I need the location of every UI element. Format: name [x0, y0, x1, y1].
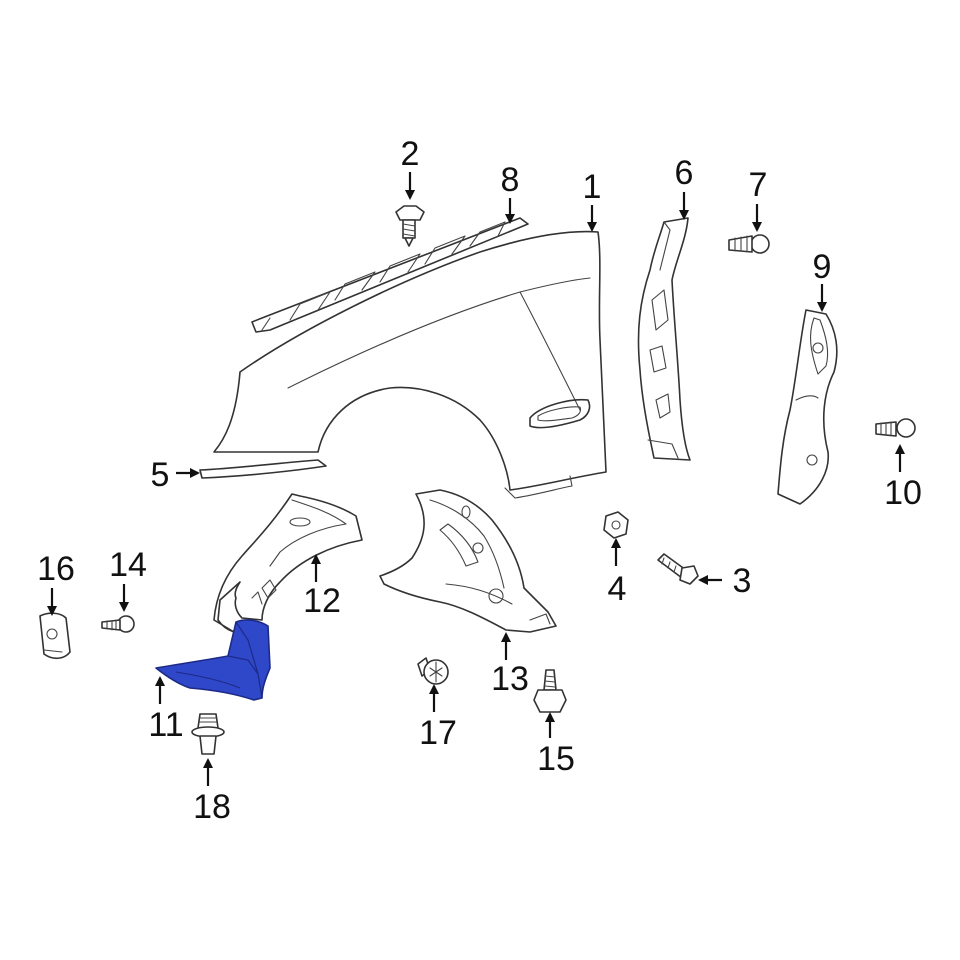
callout-labels: 1 2 3 4 5 6 7 8 9 10 11 12 13 14 15 16 1… — [37, 135, 922, 826]
clip-part-7 — [728, 234, 770, 254]
callout-label-12: 12 — [303, 582, 341, 620]
callout-label-10: 10 — [884, 474, 922, 512]
callout-label-11: 11 — [148, 706, 183, 744]
screw-part-14 — [101, 615, 135, 633]
callout-label-17: 17 — [419, 714, 457, 752]
callout-label-7: 7 — [749, 166, 768, 204]
rivet-part-17 — [417, 657, 449, 685]
screw-part-10 — [875, 418, 916, 438]
callout-label-3: 3 — [733, 562, 752, 600]
callout-label-1: 1 — [583, 168, 602, 206]
fender-lower-strip — [199, 459, 327, 479]
fender-top-molding — [251, 217, 529, 333]
callout-label-4: 4 — [608, 570, 627, 608]
callout-label-8: 8 — [501, 161, 520, 199]
callout-label-5: 5 — [151, 456, 170, 494]
nut-part-4 — [603, 511, 629, 539]
bolt-part-15 — [533, 669, 567, 713]
wheel-liner-part-13 — [379, 489, 557, 633]
callout-label-18: 18 — [193, 788, 231, 826]
fender-bracket-part-6 — [637, 217, 691, 461]
fender-panel — [213, 230, 607, 499]
callout-label-2: 2 — [401, 135, 420, 173]
splash-shield-part-11 — [155, 619, 271, 701]
callout-label-13: 13 — [491, 660, 529, 698]
pin-part-18 — [191, 713, 225, 755]
callout-label-16: 16 — [37, 550, 75, 588]
side-bracket-part-9 — [777, 309, 838, 505]
callout-label-6: 6 — [675, 154, 694, 192]
wheel-liner-part-12 — [213, 493, 363, 633]
callout-label-14: 14 — [109, 546, 147, 584]
callout-arrows — [47, 172, 905, 786]
bolt-part-3 — [657, 553, 699, 585]
callout-label-9: 9 — [813, 248, 832, 286]
callout-label-15: 15 — [537, 740, 575, 778]
fender-side-marker — [529, 398, 591, 429]
bolt-part-2 — [395, 205, 425, 247]
clip-part-16 — [39, 612, 71, 660]
